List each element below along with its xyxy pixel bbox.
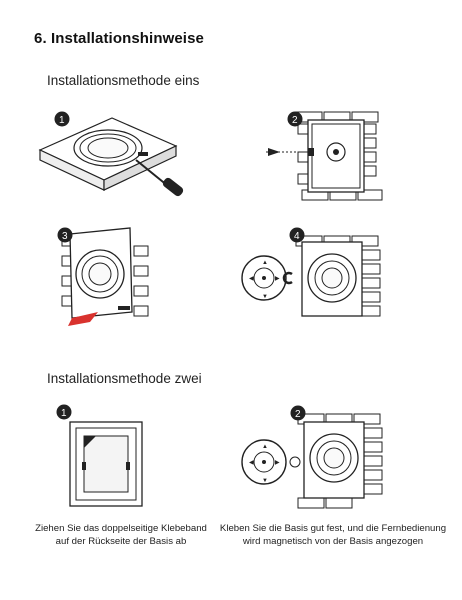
step2-illustration <box>266 111 383 201</box>
step4-illustration: ▲ ▼ ◀ ▶ <box>241 235 381 317</box>
step-3-badge: 3 <box>57 227 73 248</box>
step-number: 2 <box>292 115 298 126</box>
step3-illustration <box>61 227 149 326</box>
svg-text:▲: ▲ <box>262 444 268 450</box>
caption-line: wird magnetisch von der Basis angezogen <box>242 536 424 547</box>
step-number: 3 <box>62 231 68 242</box>
caption-line: auf der Rückseite der Basis ab <box>55 536 187 547</box>
svg-text:◀: ◀ <box>249 276 254 282</box>
caption-stick-base: Kleben Sie die Basis gut fest, und die F… <box>210 522 456 548</box>
step-1-badge: 1 <box>54 111 70 132</box>
svg-text:▶: ▶ <box>275 276 280 282</box>
method-one-heading: Installationsmethode eins <box>47 73 200 88</box>
caption-line: Kleben Sie die Basis gut fest, und die F… <box>219 523 447 534</box>
svg-text:▲: ▲ <box>262 260 268 266</box>
adhesive-plate-illustration <box>69 421 143 507</box>
step-2-badge: 2 <box>287 111 303 132</box>
method-two-heading: Installationsmethode zwei <box>47 371 202 386</box>
step-number: 1 <box>61 408 67 419</box>
magnetic-remote-illustration: ▲ ▼ ◀ ▶ <box>241 413 383 509</box>
svg-text:◀: ◀ <box>249 460 254 466</box>
step1-illustration <box>38 117 184 197</box>
svg-text:▶: ▶ <box>275 460 280 466</box>
m2-step-1-badge: 1 <box>56 404 72 425</box>
m2-step-2-badge: 2 <box>290 405 306 426</box>
caption-line: Ziehen Sie das doppelseitige Klebeband <box>35 523 207 534</box>
section-title: 6. Installationshinweise <box>34 30 204 47</box>
step-number: 1 <box>59 115 65 126</box>
step-4-badge: 4 <box>289 227 305 248</box>
svg-text:▼: ▼ <box>262 294 268 300</box>
svg-text:▼: ▼ <box>262 478 268 484</box>
step-number: 4 <box>294 231 300 242</box>
step-number: 2 <box>295 409 301 420</box>
caption-peel-tape: Ziehen Sie das doppelseitige Klebeband a… <box>22 522 220 548</box>
